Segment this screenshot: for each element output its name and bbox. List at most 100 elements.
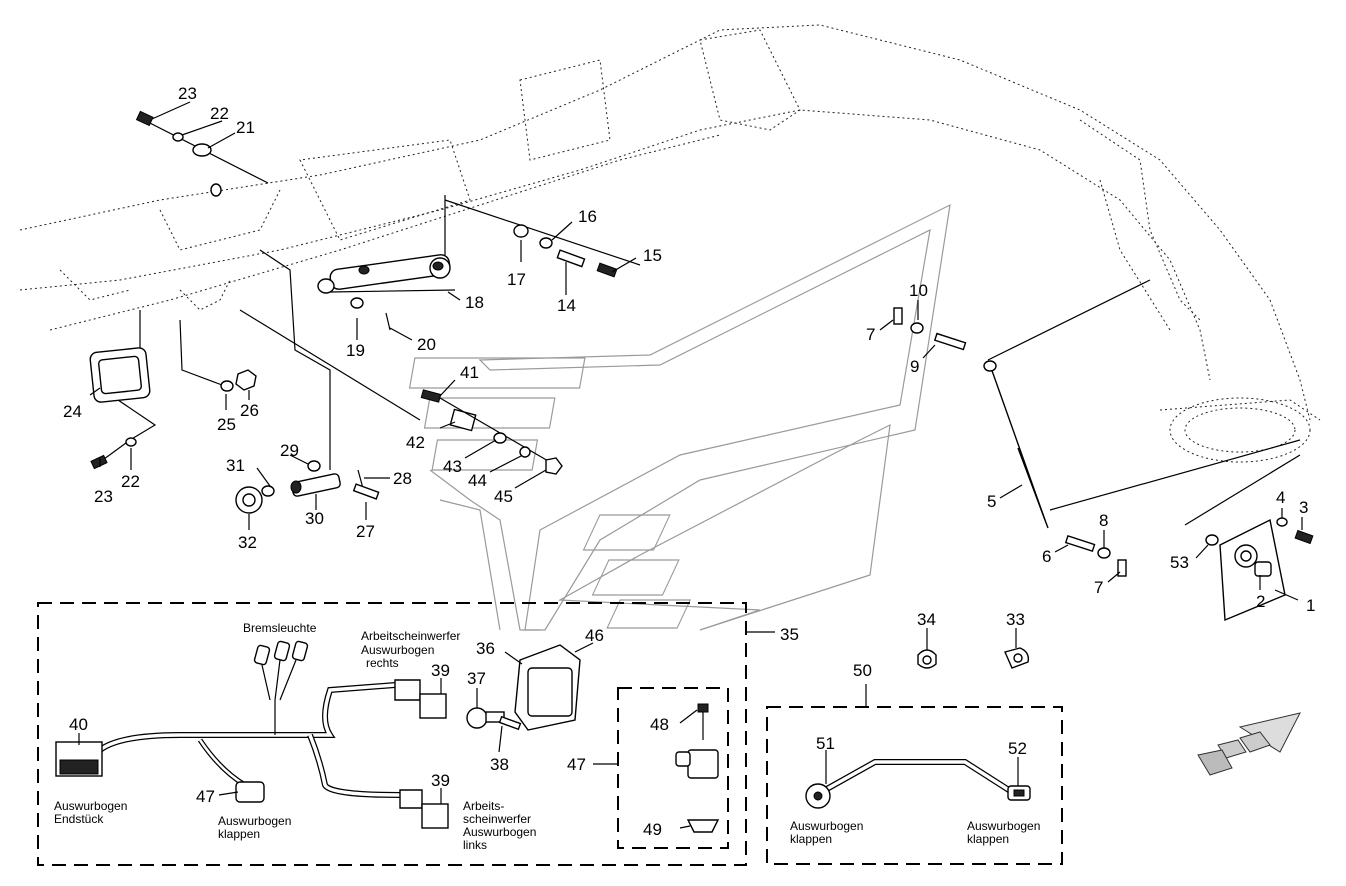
part-number: 52 (1008, 739, 1027, 758)
brake-light-24 (89, 310, 157, 470)
part-number: 2 (1256, 592, 1265, 611)
pin-7-upper (893, 307, 903, 325)
part-number: 31 (226, 456, 245, 475)
label-klappen-c-2: klappen (967, 832, 1009, 846)
part-number: 21 (236, 118, 255, 137)
part-number: 30 (305, 509, 324, 528)
part-number: 37 (467, 669, 486, 688)
pin-9 (933, 332, 967, 351)
label-aws-links-2: scheinwerfer (463, 812, 531, 826)
connector-39-bottom (421, 803, 449, 829)
connector-labels: Bremsleuchte Arbeitscheinwerfer Auswurbo… (54, 621, 1040, 852)
bushing-14 (556, 249, 586, 268)
part-number: 34 (917, 610, 936, 629)
part-number: 1 (1306, 596, 1315, 615)
label-klappen-a-1: Auswurbogen (218, 814, 291, 828)
part-number: 28 (393, 469, 412, 488)
part-number: 26 (240, 401, 259, 420)
pin-set-27-32 (235, 460, 380, 514)
part-number: 25 (217, 415, 236, 434)
label-aws-rechts-3: rechts (366, 656, 399, 670)
bolt-23-top (135, 110, 154, 127)
clamps-33-34 (917, 647, 1030, 669)
part-number: 3 (1299, 498, 1308, 517)
label-klappen-b-2: klappen (790, 832, 832, 846)
washer-53 (1205, 534, 1219, 546)
part-number: 45 (494, 487, 513, 506)
part-number: 7 (866, 325, 875, 344)
part-number: 23 (94, 487, 113, 506)
wiring-harness-box-35 (37, 602, 775, 866)
part-number: 46 (585, 626, 604, 645)
washer-10 (910, 322, 924, 334)
label-aws-rechts-1: Arbeitscheinwerfer (361, 629, 460, 643)
connector-39-top (419, 693, 447, 719)
pin-7-lower (1117, 559, 1127, 577)
part-number: 43 (443, 457, 462, 476)
part-number: 18 (465, 293, 484, 312)
bolt-set-14-17 (444, 199, 641, 278)
label-aws-rechts-2: Auswurbogen (361, 643, 434, 657)
washer-8 (1097, 547, 1111, 559)
label-aws-links-4: links (463, 838, 487, 852)
part-number: 15 (643, 246, 662, 265)
part-number: 16 (578, 207, 597, 226)
label-klappen-c-1: Auswurbogen (967, 819, 1040, 833)
leader-30 (259, 249, 331, 470)
pad-49 (686, 819, 720, 833)
ring-21 (192, 143, 212, 157)
pin-27 (352, 483, 380, 500)
screw-48 (697, 703, 709, 713)
part-number: 7 (1094, 578, 1103, 597)
bolt-23-low (90, 454, 108, 470)
mounting-hardware (135, 110, 269, 197)
pin-38 (498, 715, 522, 731)
connector-47 (235, 781, 265, 803)
label-aws-links-1: Arbeits- (463, 799, 504, 813)
part-number: 14 (557, 296, 576, 315)
bulb-37 (466, 707, 488, 729)
part-number: 47 (567, 755, 586, 774)
part-number: 36 (476, 639, 495, 658)
part-number: 6 (1042, 547, 1051, 566)
cable-box-50 (766, 684, 1063, 865)
bolt-15 (596, 262, 618, 278)
nut-17 (513, 224, 529, 238)
part-number: 35 (780, 625, 799, 644)
label-klappen-b-1: Auswurbogen (790, 819, 863, 833)
part-number: 32 (238, 533, 257, 552)
part-number: 49 (643, 820, 662, 839)
part-number: 10 (909, 281, 928, 300)
part-number: 40 (69, 715, 88, 734)
part-number: 22 (210, 104, 229, 123)
label-aws-links-3: Auswurbogen (463, 825, 536, 839)
part-number: 41 (460, 363, 479, 382)
machine-frame (19, 24, 1321, 463)
part-number: 23 (178, 84, 197, 103)
bolt-3 (1294, 529, 1314, 545)
part-number: 22 (121, 472, 140, 491)
direction-arrow-icon (1197, 712, 1301, 776)
leader-42 (239, 309, 421, 421)
part-number: 24 (63, 402, 82, 421)
part-number: 50 (853, 661, 872, 680)
pin-20 (385, 312, 391, 331)
part-number: 5 (987, 492, 996, 511)
hydraulic-cylinder-18 (317, 195, 456, 331)
gas-spring-5 (893, 279, 1301, 577)
plate-assembly-1 (1184, 454, 1314, 622)
bolt-41 (420, 389, 442, 403)
washer-22-top (172, 132, 184, 142)
part-number: 19 (346, 341, 365, 360)
label-endstueck-2: Endstück (54, 812, 104, 826)
part-number: 48 (650, 715, 669, 734)
part-number: 51 (816, 734, 835, 753)
bracket-set-41-45 (420, 389, 563, 475)
part-number: 20 (417, 335, 436, 354)
part-number: 27 (356, 522, 375, 541)
part-number: 53 (1170, 553, 1189, 572)
part-number: 17 (507, 270, 526, 289)
leader-lines (78, 101, 1303, 829)
part-number: 9 (910, 357, 919, 376)
part-number: 33 (1006, 610, 1025, 629)
